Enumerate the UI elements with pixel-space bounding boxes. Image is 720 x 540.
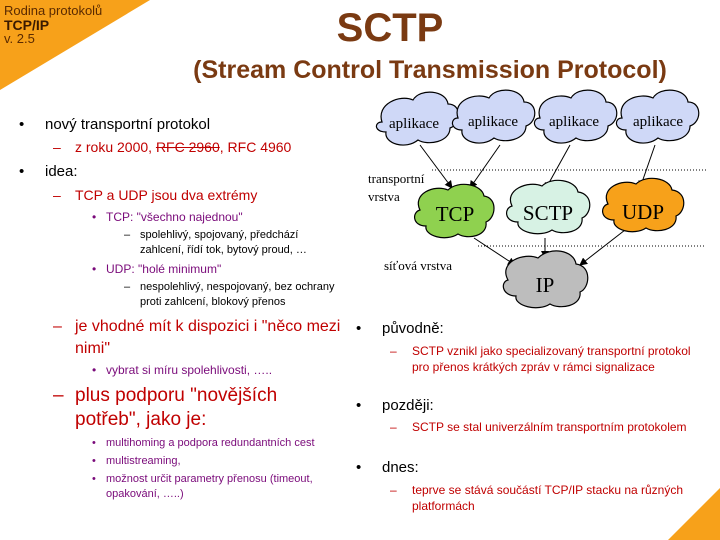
current-rfc: , RFC 4960 <box>219 139 292 155</box>
bullet-new-needs: plus podporu "novějších potřeb", jako je… <box>53 384 335 432</box>
need-multihoming: multihoming a podpora redundantních cest <box>92 437 346 449</box>
transport-layer-label-2: vrstva <box>368 189 400 204</box>
bullet-extremes: TCP a UDP jsou dva extrémy <box>53 187 355 203</box>
obsolete-rfc: RFC 2960 <box>155 139 220 155</box>
ip-node: IP <box>502 250 589 309</box>
today-description: teprve se stává součástí TCP/IP stacku n… <box>390 482 702 514</box>
bullet-today: dnes: <box>356 459 582 476</box>
series-protocol: TCP/IP <box>4 17 50 33</box>
app-cloud-3: aplikace <box>533 89 618 144</box>
tcp-label: TCP: "všechno najednou" <box>92 210 326 224</box>
slide-subtitle: (Stream Control Transmission Protocol) <box>193 56 667 84</box>
later-description: SCTP se stal univerzálním transportním p… <box>390 419 702 435</box>
ip-label-text: IP <box>536 273 555 297</box>
year-text: z roku 2000, <box>75 139 156 155</box>
series-label: Rodina protokolů TCP/IP v. 2.5 <box>4 4 102 46</box>
tcp-label-text: TCP <box>436 202 475 226</box>
app-label-1: aplikace <box>389 116 439 132</box>
app-cloud-1: aplikace <box>375 91 460 146</box>
arrow-udp-ip <box>579 229 626 266</box>
sctp-node: SCTP <box>506 179 591 235</box>
bullet-originally: původně: <box>356 320 582 337</box>
bullet-year-rfc: z roku 2000, RFC 2960, RFC 4960 <box>53 139 355 155</box>
app-label-4: aplikace <box>633 114 683 130</box>
tcp-description: spolehlivý, spojovaný, předchází zahlcen… <box>124 228 330 258</box>
arrow-app1-tcp <box>419 144 453 189</box>
tcp-node: TCP <box>414 183 495 239</box>
sctp-label-text: SCTP <box>523 201 573 225</box>
udp-label: UDP: "holé minimum" <box>92 262 326 276</box>
arrow-app2-tcp <box>469 144 501 189</box>
bullet-idea: idea: <box>19 163 245 180</box>
bullet-reliability: vybrat si míru spolehlivosti, ….. <box>92 363 326 377</box>
series-version: v. 2.5 <box>4 31 35 46</box>
app-cloud-2: aplikace <box>451 89 536 144</box>
series-name: Rodina protokolů <box>4 3 103 18</box>
app-label-2: aplikace <box>468 114 518 130</box>
bullet-later: později: <box>356 397 582 414</box>
slide-title: SCTP <box>336 6 444 50</box>
app-label-3: aplikace <box>549 114 599 130</box>
originally-description: SCTP vznikl jako specializovaný transpor… <box>390 343 702 375</box>
app-cloud-4: aplikace <box>615 89 700 144</box>
need-parameters: možnost určit parametry přenosu (timeout… <box>92 472 346 502</box>
transport-layer-label-1: transportní <box>368 171 425 186</box>
need-multistreaming: multistreaming, <box>92 455 346 467</box>
bullet-new-protocol: nový transportní protokol <box>19 116 305 133</box>
corner-decoration-top <box>0 0 150 90</box>
udp-description: nespolehlivý, nespojovaný, bez ochrany p… <box>124 280 350 310</box>
arrow-tcp-ip <box>473 237 516 266</box>
udp-label-text: UDP <box>622 200 664 224</box>
udp-node: UDP <box>602 177 685 233</box>
network-layer-label: síťová vrstva <box>384 258 452 273</box>
bullet-middle-ground: je vhodné mít k dispozici i "něco mezi n… <box>53 316 345 360</box>
